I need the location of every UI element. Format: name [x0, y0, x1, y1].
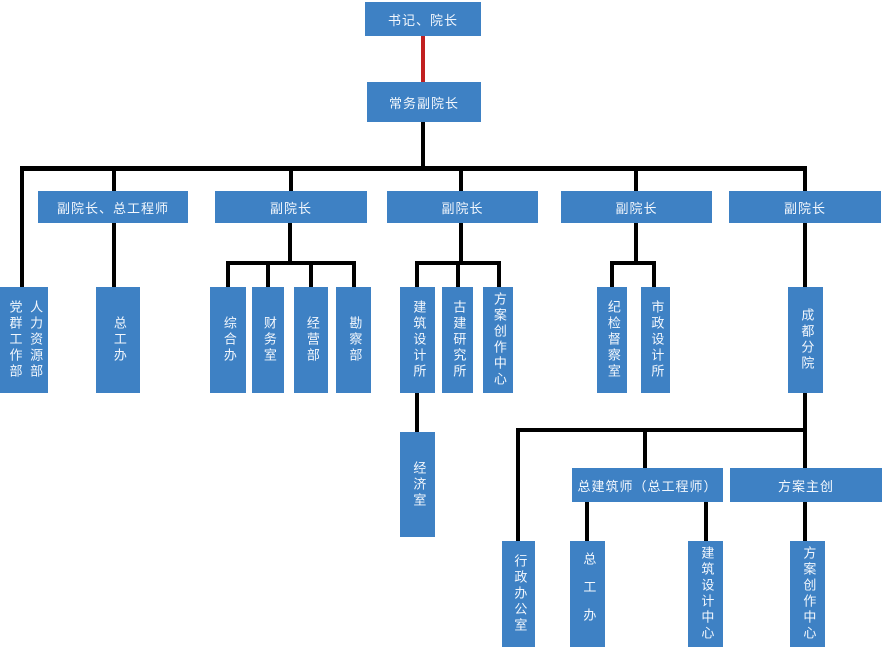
chengdu-branch-stem	[803, 393, 807, 432]
edge-scheme-lead-to-creation-center	[803, 502, 807, 541]
org-node-label: 方案创作中心	[490, 292, 506, 388]
edge-vp1-to-chief-engineer-office	[112, 223, 116, 287]
org-node-vp-2: 副院长	[215, 191, 367, 223]
vp3-stem	[459, 223, 463, 265]
org-node-general-office: 综合办	[210, 287, 246, 393]
org-node-discipline-inspection-office: 纪检督察室	[597, 287, 627, 393]
org-node-label: 副院长、总工程师	[56, 201, 169, 217]
org-node-economic-office: 经济室	[400, 432, 435, 537]
org-node-label: 综合办	[220, 316, 236, 364]
org-node-label: 行政办公室	[511, 554, 527, 634]
drop-to-chief-architect	[643, 428, 647, 468]
org-node-label: 人力资源部	[27, 300, 43, 380]
org-node-label: 副院长	[269, 201, 312, 217]
drop-to-municipal-design-institute	[652, 261, 656, 287]
main-branch-hline	[20, 166, 807, 171]
org-node-architectural-design-center: 建筑设计中心	[688, 541, 723, 647]
org-node-label: 建筑设计中心	[698, 546, 714, 642]
org-node-label-group: 党群工作部人力资源部	[6, 300, 43, 380]
org-node-label: 纪检督察室	[604, 300, 620, 380]
org-node-label: 方案创作中心	[800, 546, 816, 642]
org-node-label: 方案主创	[777, 479, 834, 495]
drop-to-ancient-architecture-institute	[456, 261, 460, 287]
drop-to-discipline-inspection-office	[610, 261, 614, 287]
org-node-label: 党群工作部	[6, 300, 22, 380]
org-node-chief-architect: 总建筑师（总工程师）	[572, 468, 723, 502]
drop-to-admin-office	[516, 428, 520, 541]
org-node-label: 建筑设计所	[410, 300, 426, 380]
org-node-chengdu-branch: 成都分院	[788, 287, 823, 393]
edge-secretary-to-evp-red	[421, 36, 425, 82]
org-node-label: 副院长	[615, 201, 658, 217]
vp4-children-hline	[610, 261, 656, 265]
org-node-label: 总工办	[110, 316, 126, 364]
org-node-survey-dept: 勘察部	[336, 287, 371, 393]
org-node-label: 成都分院	[798, 308, 814, 372]
org-node-municipal-design-institute: 市政设计所	[641, 287, 670, 393]
org-node-label: 副院长	[783, 201, 826, 217]
vp2-children-hline	[226, 261, 356, 265]
drop-to-vp-2	[289, 166, 293, 192]
org-node-admin-office: 行政办公室	[502, 541, 535, 647]
drop-to-finance-office	[266, 261, 270, 287]
drop-to-general-office	[226, 261, 230, 287]
drop-to-architectural-design-institute	[415, 261, 419, 287]
org-node-label: 市政设计所	[648, 300, 664, 380]
org-node-label: 总建筑师（总工程师）	[577, 479, 718, 495]
drop-to-vp-5	[803, 166, 807, 192]
drop-to-vp-3	[459, 166, 463, 192]
org-node-secretary-president: 书记、院长	[365, 2, 481, 36]
vp2-stem	[288, 223, 292, 265]
vp4-stem	[634, 223, 638, 265]
org-node-vp-chief-engineer: 副院长、总工程师	[38, 191, 188, 223]
edge-chief-architect-to-chief-engineer-office	[585, 502, 589, 541]
org-node-chief-engineer-office-chengdu: 总工办	[570, 541, 605, 647]
org-node-label: 常务副院长	[388, 96, 459, 112]
org-node-vp-4: 副院长	[561, 191, 712, 223]
drop-to-vp-chief-engineer	[112, 166, 116, 192]
org-node-operations-dept: 经营部	[294, 287, 328, 393]
org-node-party-mass-and-hr-dept: 党群工作部人力资源部	[0, 287, 48, 393]
edge-vp5-to-chengdu-branch	[803, 223, 807, 287]
drop-to-scheme-creation-center	[497, 261, 501, 287]
org-node-label: 经济室	[410, 460, 426, 509]
drop-to-operations-dept	[309, 261, 313, 287]
org-node-label: 书记、院长	[387, 13, 458, 29]
org-node-label: 古建研究所	[450, 300, 466, 380]
org-node-label: 财务室	[260, 316, 276, 364]
org-node-label: 总工办	[580, 552, 596, 636]
edge-chief-architect-to-design-center	[704, 502, 708, 541]
org-node-finance-office: 财务室	[252, 287, 284, 393]
org-node-label: 副院长	[441, 201, 484, 217]
org-node-vp-3: 副院长	[387, 191, 538, 223]
edge-design-institute-to-economic-office	[415, 393, 419, 432]
drop-to-survey-dept	[352, 261, 356, 287]
drop-to-vp-4	[634, 166, 638, 192]
org-node-label: 经营部	[303, 316, 319, 364]
org-node-chief-engineer-office: 总工办	[96, 287, 140, 393]
chengdu-children-hline	[516, 428, 807, 432]
org-node-vp-5: 副院长	[729, 191, 881, 223]
org-node-executive-vice-president: 常务副院长	[367, 82, 481, 122]
drop-to-scheme-lead-creator	[803, 428, 807, 468]
org-node-scheme-creation-center-chengdu: 方案创作中心	[790, 541, 825, 647]
org-node-label: 勘察部	[346, 316, 362, 364]
org-node-scheme-creation-center: 方案创作中心	[483, 287, 513, 393]
org-node-architectural-design-institute: 建筑设计所	[400, 287, 435, 393]
edge-evp-stem	[421, 122, 425, 170]
drop-to-party-mass-hr	[20, 166, 24, 287]
org-node-ancient-architecture-institute: 古建研究所	[442, 287, 473, 393]
org-node-scheme-lead-creator: 方案主创	[730, 468, 882, 502]
